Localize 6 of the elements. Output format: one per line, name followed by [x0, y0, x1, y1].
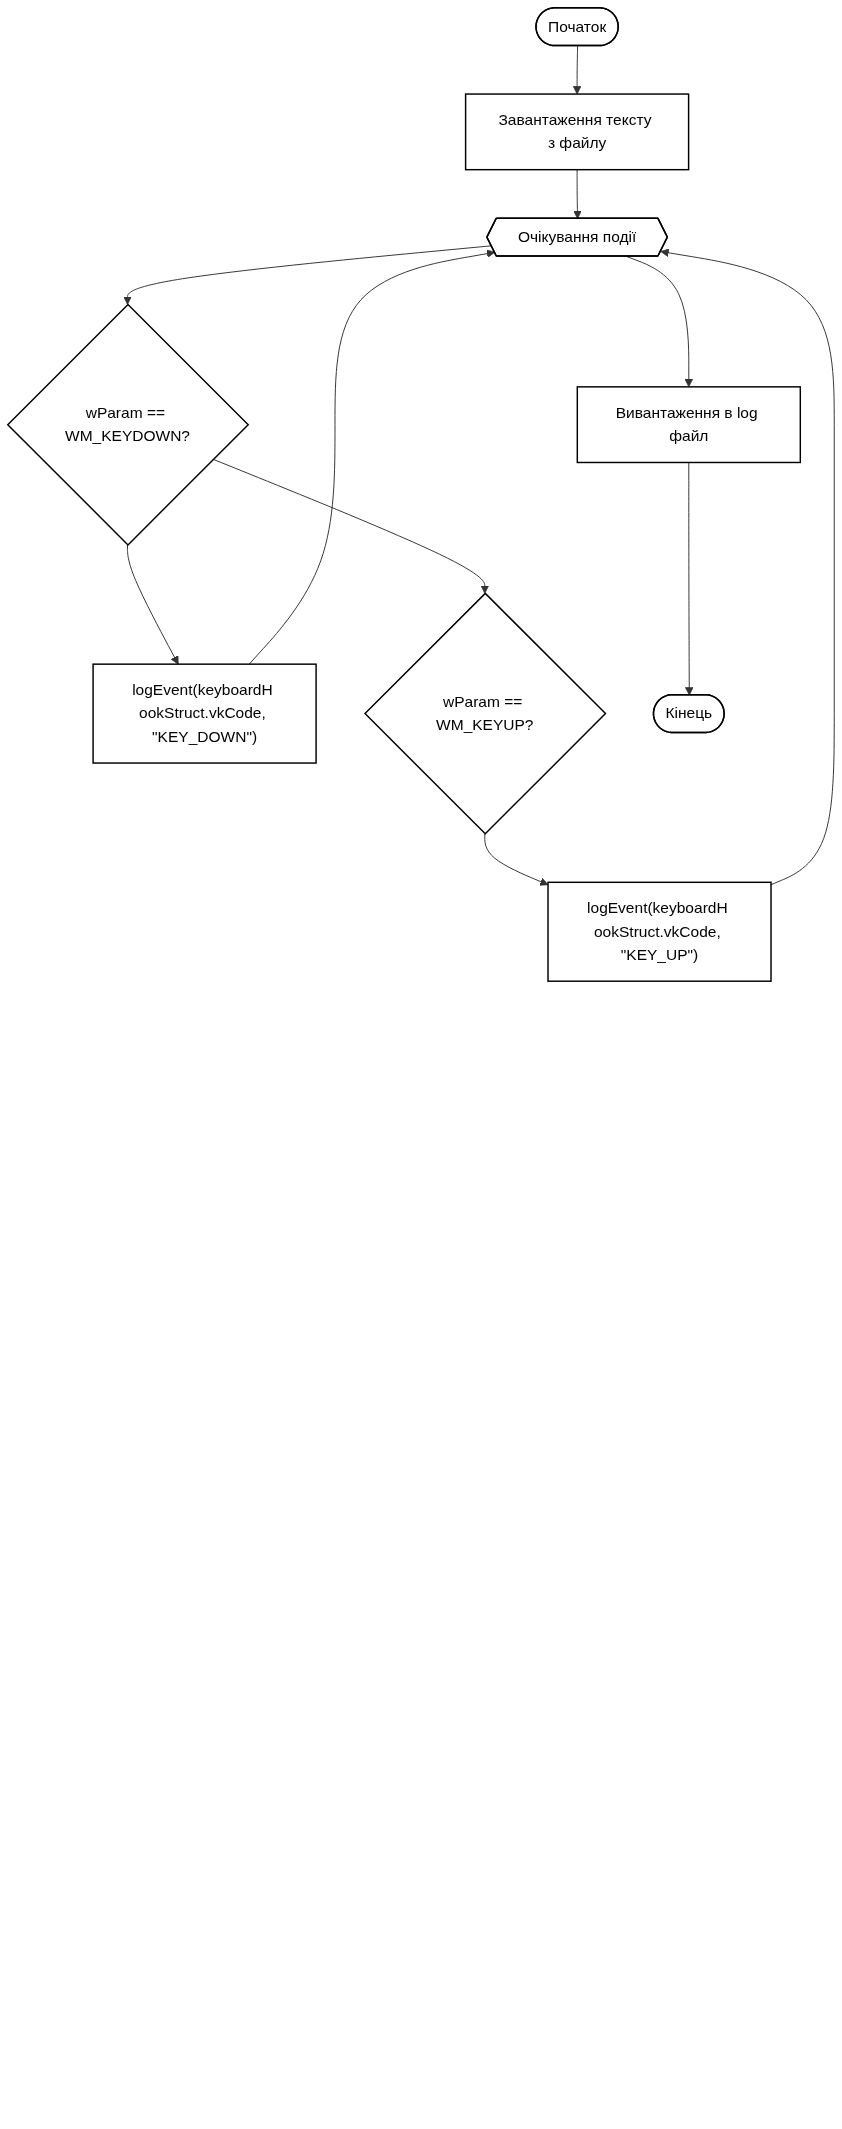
node-box: logEvent(keyboardH ookStruct.vkCode, "KEY_DOWN")	[92, 663, 317, 764]
node-diamond: wParam == WM_KEYUP?	[364, 592, 607, 835]
node-box: logEvent(keyboardH ookStruct.vkCode, "KEY_UP")	[547, 881, 772, 982]
node-box: Вивантаження в log файл	[576, 386, 802, 464]
node-box: Завантаження тексту з файлу	[464, 93, 690, 171]
node-diamond: wParam == WM_KEYDOWN?	[6, 303, 250, 546]
